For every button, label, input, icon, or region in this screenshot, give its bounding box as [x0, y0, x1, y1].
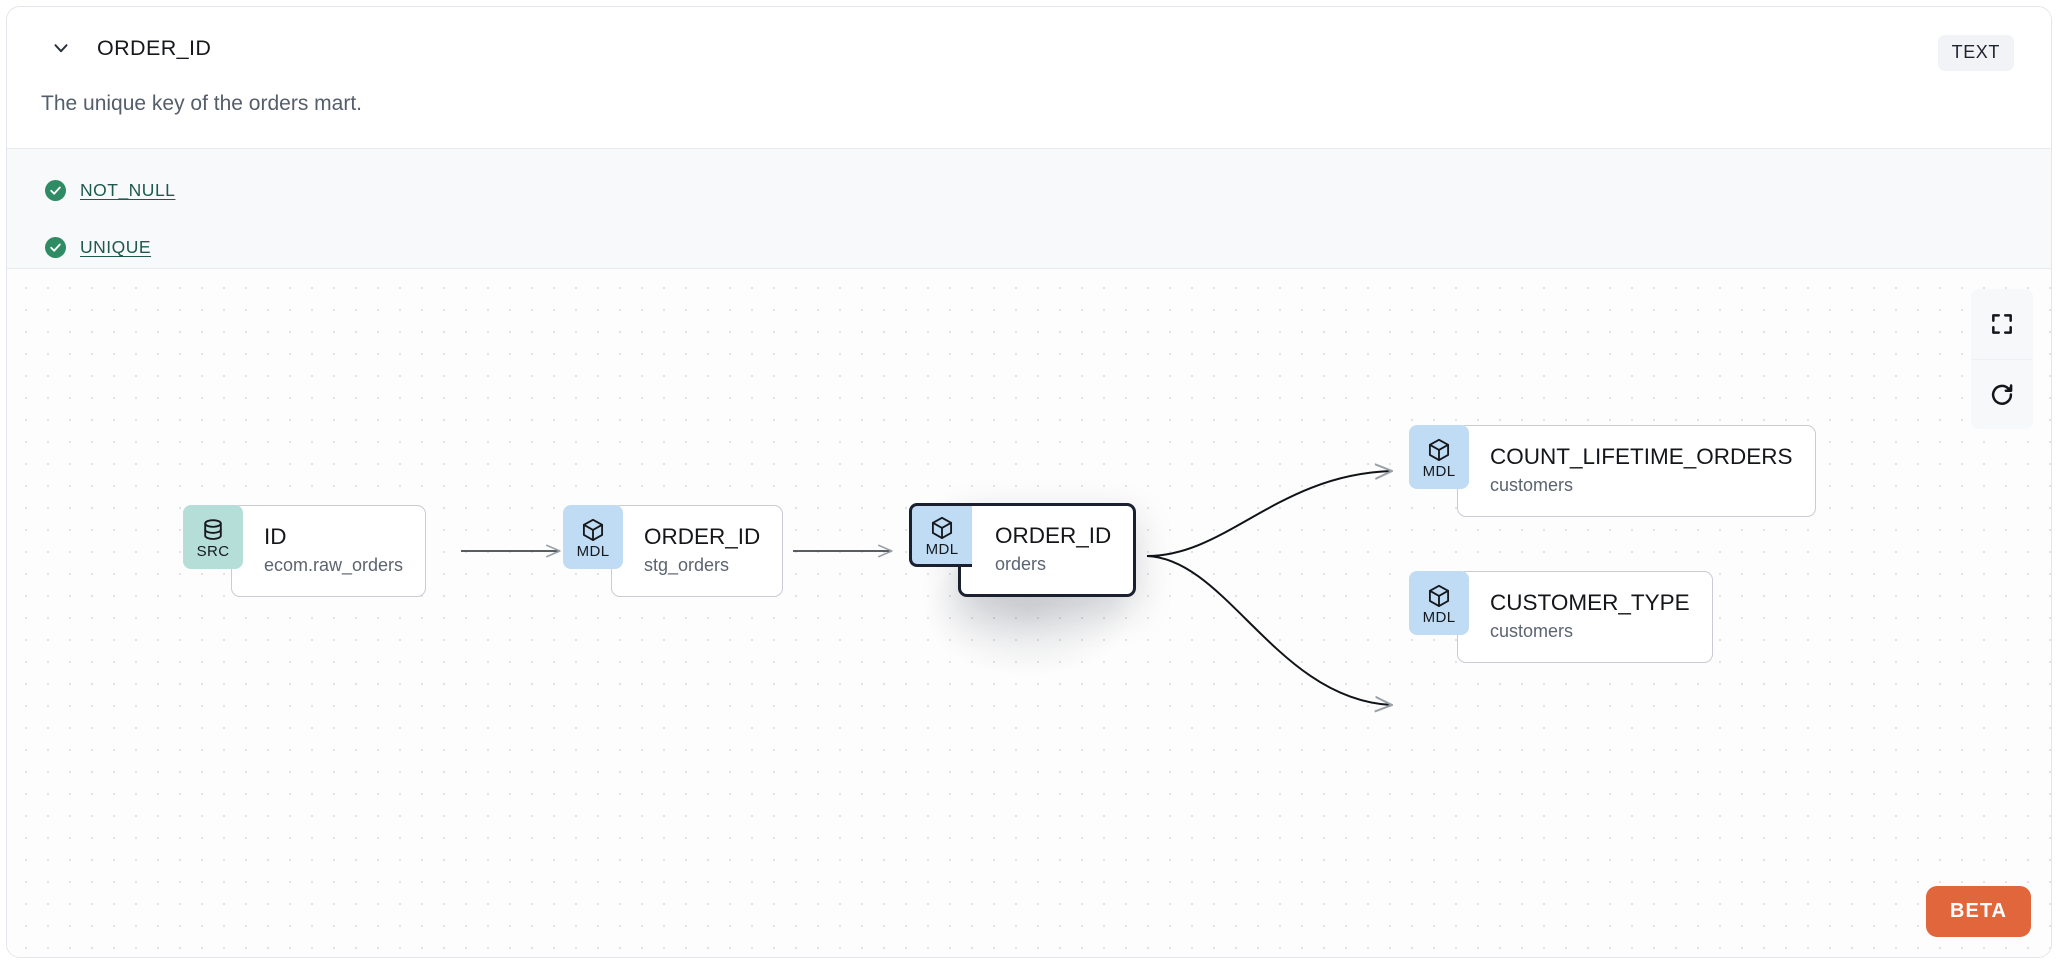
- node-body: ID ecom.raw_orders: [231, 505, 427, 597]
- node-body: ORDER_ID stg_orders: [611, 505, 784, 597]
- cube-icon: [1428, 584, 1450, 607]
- check-circle-icon: [45, 180, 66, 201]
- refresh-button[interactable]: [1971, 359, 2033, 429]
- node-parent-name: orders: [995, 554, 1047, 574]
- canvas-controls: [1971, 289, 2033, 429]
- lineage-edges: [461, 269, 2051, 957]
- lineage-node-count-lifetime-orders[interactable]: MDL COUNT_LIFETIME_ORDERS customers: [1409, 425, 1816, 517]
- lineage-node-stg-orders[interactable]: MDL ORDER_ID stg_orders: [563, 505, 784, 597]
- node-kind-badge-mdl: MDL: [909, 503, 972, 567]
- test-row: NOT_NULL: [7, 162, 2051, 219]
- node-column-name: ID: [264, 524, 287, 550]
- test-link-unique[interactable]: UNIQUE: [80, 237, 152, 257]
- data-type-badge: TEXT: [1937, 35, 2014, 71]
- fit-view-icon: [1992, 314, 2012, 334]
- node-column-name: ORDER_ID: [995, 523, 1112, 548]
- lineage-node-orders[interactable]: MDL ORDER_ID orders: [909, 503, 1137, 677]
- chevron-down-icon[interactable]: [47, 34, 75, 62]
- node-kind-label: MDL: [576, 542, 610, 560]
- node-parent-name: customers: [1490, 621, 1574, 642]
- node-parent-name: stg_orders: [644, 555, 730, 576]
- beta-badge[interactable]: BETA: [1926, 886, 2031, 937]
- node-column-name: ORDER_ID: [644, 524, 761, 550]
- fit-view-button[interactable]: [1971, 289, 2033, 359]
- edge-orders-to-customer-type: [1146, 555, 1391, 705]
- node-column-name: COUNT_LIFETIME_ORDERS: [1490, 444, 1793, 470]
- test-link-not-null[interactable]: NOT_NULL: [80, 180, 176, 200]
- node-kind-label: SRC: [196, 542, 230, 560]
- column-detail-panel: ORDER_ID TEXT The unique key of the orde…: [6, 6, 2052, 958]
- refresh-icon: [1991, 383, 2013, 405]
- database-icon: [204, 518, 222, 540]
- node-column-name: CUSTOMER_TYPE: [1490, 590, 1690, 616]
- tests-section: NOT_NULL UNIQUE: [7, 149, 2051, 269]
- column-description: The unique key of the orders mart.: [41, 92, 362, 115]
- node-kind-badge-mdl: MDL: [1409, 425, 1469, 489]
- test-row: UNIQUE: [7, 219, 2051, 276]
- node-parent-name: ecom.raw_orders: [264, 555, 404, 576]
- node-kind-label: MDL: [1422, 462, 1456, 480]
- page-title: ORDER_ID: [97, 35, 212, 60]
- node-kind-label: MDL: [1422, 608, 1456, 626]
- cube-icon: [931, 516, 953, 539]
- edge-orders-to-count-lifetime-orders: [1146, 471, 1391, 557]
- node-body: COUNT_LIFETIME_ORDERS customers: [1457, 425, 1816, 517]
- cube-icon: [582, 518, 604, 541]
- node-kind-badge-mdl: MDL: [1409, 571, 1469, 635]
- node-kind-badge-src: SRC: [183, 505, 243, 569]
- lineage-graph-canvas[interactable]: SRC ID ecom.raw_orders MDL ORDER_ID stg_…: [7, 269, 2051, 957]
- check-circle-icon: [45, 237, 66, 258]
- node-body: CUSTOMER_TYPE customers: [1457, 571, 1713, 663]
- title-row: ORDER_ID: [47, 34, 211, 62]
- node-body: ORDER_ID orders: [958, 503, 1137, 597]
- cube-icon: [1428, 438, 1450, 461]
- node-parent-name: customers: [1490, 475, 1574, 496]
- lineage-node-id[interactable]: SRC ID ecom.raw_orders: [183, 505, 427, 597]
- node-kind-label: MDL: [925, 540, 959, 558]
- panel-header: ORDER_ID TEXT The unique key of the orde…: [7, 7, 2051, 149]
- lineage-node-customer-type[interactable]: MDL CUSTOMER_TYPE customers: [1409, 571, 1713, 663]
- node-kind-badge-mdl: MDL: [563, 505, 623, 569]
